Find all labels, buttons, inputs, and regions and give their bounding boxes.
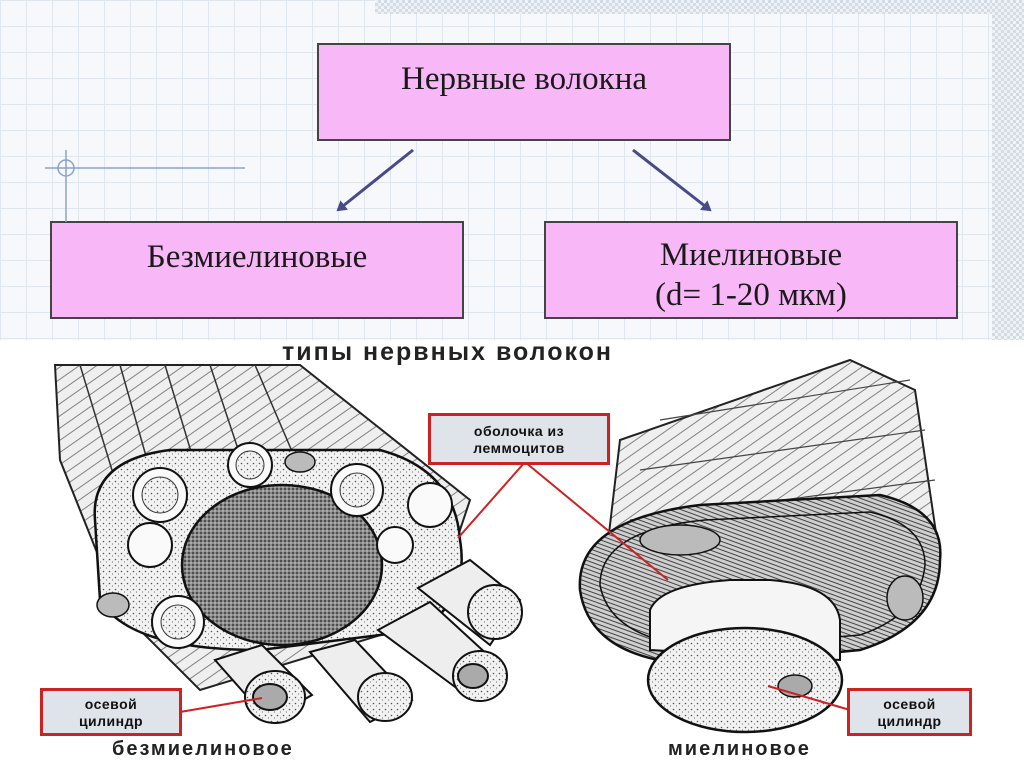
axis-cylinder-label-left: осевой цилиндр <box>40 688 182 736</box>
decorative-band-top <box>375 0 1024 14</box>
myelinated-label: Миелиновые <box>659 237 843 273</box>
arrow-to-myelinated <box>632 148 712 212</box>
sheath-label: оболочка из леммоцитов <box>428 413 610 465</box>
title-text: Нервные волокна <box>400 61 648 97</box>
myelinated-diameter: (d= 1-20 мкм) <box>655 277 847 313</box>
unmyelinated-box: Безмиелиновые <box>50 221 464 319</box>
axis-cylinder-label-right: осевой цилиндр <box>847 688 972 736</box>
myelinated-fiber-illustration <box>578 358 942 734</box>
figure-title: типы нервных волокон <box>282 338 614 366</box>
slide-guide-lines <box>45 150 245 222</box>
unmyelinated-label: Безмиелиновые <box>146 239 368 275</box>
decorative-band-right <box>992 0 1024 340</box>
myelinated-box: Миелиновые (d= 1-20 мкм) <box>544 221 958 319</box>
arrow-to-unmyelinated <box>336 148 414 212</box>
caption-unmyelinated: безмиелиновое <box>112 738 294 760</box>
caption-myelinated: миелиновое <box>668 738 811 760</box>
title-box: Нервные волокна <box>317 43 731 141</box>
pointer-lines <box>179 461 851 713</box>
unmyelinated-fiber-illustration <box>53 364 523 724</box>
